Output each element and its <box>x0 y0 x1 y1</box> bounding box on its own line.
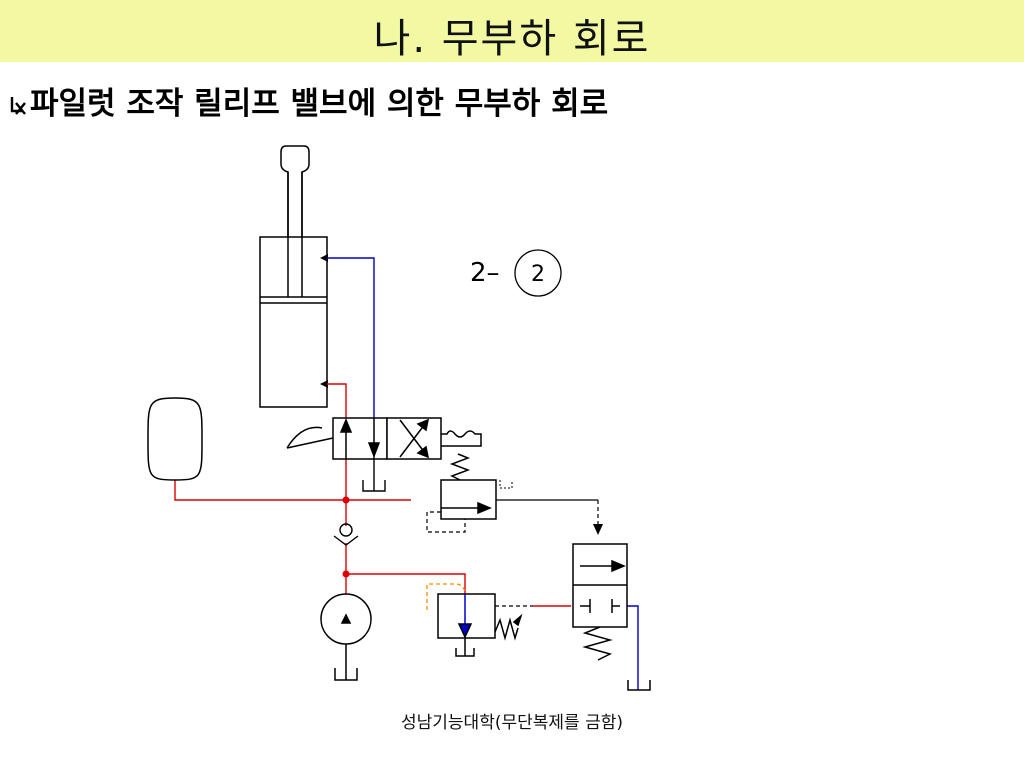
accumulator <box>147 397 203 481</box>
subtitle-text: 파일럿 조작 릴리프 밸브에 의한 무부하 회로 <box>30 86 609 122</box>
diagram-label-prefix: 2– <box>470 258 500 288</box>
diagram-label-circle <box>514 249 562 297</box>
junction-dot <box>342 496 350 504</box>
pilot-line <box>426 583 466 610</box>
junction-dot <box>342 570 350 578</box>
subtitle: 파일럿 조작 릴리프 밸브에 의한 무부하 회로 <box>10 78 608 123</box>
bullet-icon <box>10 97 26 115</box>
pressure-line <box>174 383 571 607</box>
diagram-label-number: 2 <box>531 262 545 287</box>
footer-copyright: 성남기능대학(무단복제를 금함) <box>401 713 623 733</box>
check-valve <box>333 523 359 546</box>
hydraulic-pump <box>320 593 372 681</box>
cylinder-port-arrow <box>320 254 328 262</box>
pilot-arrow <box>593 524 603 535</box>
relief-valve <box>437 593 523 657</box>
tank-symbol <box>362 455 386 492</box>
hydraulic-cylinder <box>259 145 328 408</box>
pilot-operated-valve <box>572 543 651 691</box>
cylinder-port-arrow <box>320 380 328 388</box>
directional-control-valve <box>286 417 482 460</box>
unloading-valve <box>440 453 513 520</box>
page-title: 나. 무부하 회로 <box>373 16 651 62</box>
title-bar: 나. 무부하 회로 <box>0 0 1024 62</box>
